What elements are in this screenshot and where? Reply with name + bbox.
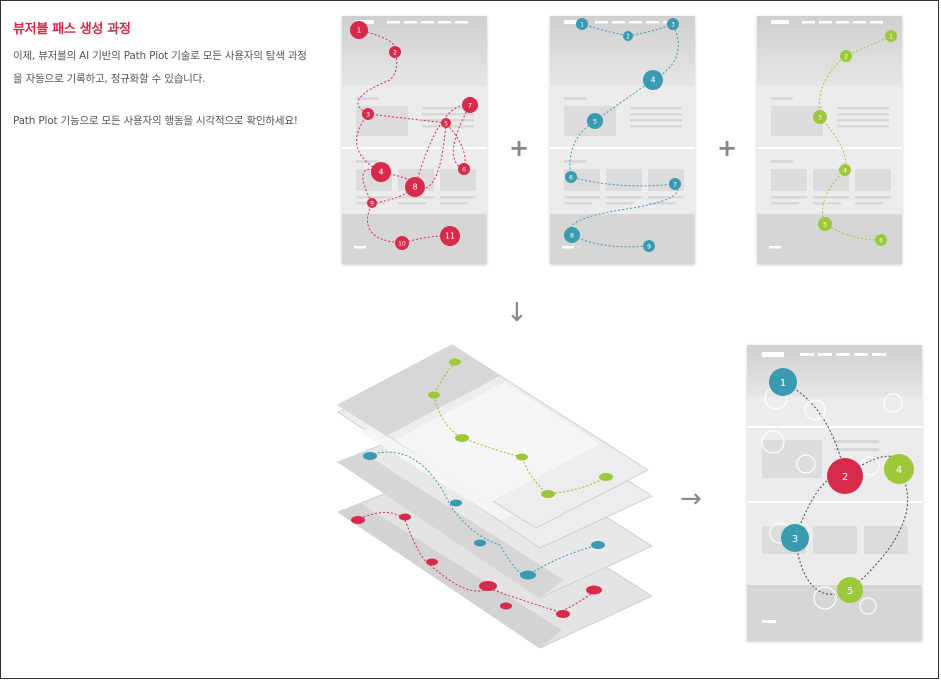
node-label: 5 (823, 222, 827, 229)
teal-path-node-7: 7 (669, 178, 681, 190)
result-node-3: 3 (781, 524, 809, 552)
node-label: 7 (468, 102, 472, 110)
down-arrow-icon: ↓ (506, 298, 528, 328)
red-path-node-4: 4 (371, 162, 391, 182)
stacked-green-nodes (428, 358, 613, 498)
svg-text:1: 1 (780, 378, 786, 389)
teal-path-node-8: 8 (564, 227, 580, 243)
node-label: 9 (647, 244, 651, 251)
plus-operator-2: + (717, 134, 738, 162)
stacked-teal-path (369, 451, 599, 577)
page-mockup-3 (757, 16, 902, 264)
node-label: 6 (462, 167, 466, 174)
teal-path-node-9: 9 (643, 240, 655, 252)
red-path-node-11: 11 (440, 226, 460, 246)
teal-path-node-5: 5 (587, 113, 603, 129)
svg-text:4: 4 (896, 465, 902, 476)
green-path-node-5: 5 (818, 217, 832, 231)
page-mockup-1 (342, 16, 487, 264)
teal-path-node-6: 6 (565, 171, 577, 183)
layer-top (336, 344, 650, 529)
green-path-node-6: 6 (875, 234, 887, 246)
red-path: 1 2 3 4 5 6 7 8 9 10 11 (350, 21, 478, 250)
node-label: 3 (671, 22, 675, 29)
red-path-node-8: 8 (405, 177, 425, 197)
page-mockup-2 (550, 16, 695, 264)
result-circles (761, 386, 903, 615)
red-path-node-7: 7 (462, 97, 478, 113)
red-path-node-9: 9 (367, 198, 377, 208)
node-label: 5 (444, 121, 448, 128)
stacked-teal-nodes (363, 452, 605, 580)
node-label: 11 (445, 232, 455, 241)
teal-path-node-1: 1 (576, 18, 588, 30)
node-label: 10 (398, 241, 406, 248)
green-path-node-2: 2 (840, 50, 852, 62)
node-label: 9 (370, 201, 374, 208)
red-path-node-2: 2 (389, 46, 401, 58)
node-label: 2 (393, 50, 397, 57)
teal-path-node-4: 4 (643, 70, 663, 90)
result-node-4: 4 (884, 454, 914, 484)
result-node-2: 2 (827, 458, 863, 494)
description-2: Path Plot 기능으로 모든 사용자의 행동을 시각적으로 확인하세요! (13, 115, 298, 127)
svg-text:5: 5 (847, 586, 853, 597)
node-label: 3 (366, 112, 370, 119)
result-node-5: 5 (837, 577, 863, 603)
right-arrow-icon: → (680, 484, 702, 514)
node-label: 2 (844, 54, 848, 61)
plus-operator-1: + (509, 134, 530, 162)
node-label: 4 (650, 76, 655, 85)
node-label: 4 (378, 168, 383, 177)
green-path-node-3: 3 (813, 110, 827, 124)
red-path-node-1: 1 (350, 21, 368, 39)
node-label: 6 (569, 175, 573, 182)
red-path-node-6: 6 (458, 163, 470, 175)
svg-text:3: 3 (792, 534, 798, 545)
green-path-node-1: 1 (885, 30, 897, 42)
green-path-node-4: 4 (839, 164, 851, 176)
green-path: 1 2 3 4 5 6 (813, 30, 897, 246)
node-label: 8 (570, 232, 574, 240)
svg-text:2: 2 (842, 472, 848, 483)
node-label: 4 (843, 168, 847, 175)
red-path-node-10: 10 (395, 236, 409, 250)
red-path-node-3: 3 (362, 108, 374, 120)
description-1: 이제, 뷰저블의 AI 기반의 Path Plot 기술로 모든 사용자의 탐색… (13, 50, 307, 85)
node-label: 6 (879, 238, 883, 245)
node-label: 8 (412, 183, 417, 192)
node-label: 1 (889, 34, 893, 41)
teal-path: 1 2 3 4 5 6 7 8 9 (564, 18, 681, 252)
stacked-red-nodes (351, 513, 602, 618)
node-label: 2 (626, 34, 630, 41)
node-label: 1 (357, 26, 362, 35)
teal-path-node-3: 3 (667, 18, 679, 30)
page-title: 뷰저블 패스 생성 과정 (13, 22, 131, 37)
node-label: 5 (593, 118, 597, 126)
node-label: 7 (673, 182, 677, 189)
result-node-1: 1 (769, 368, 797, 396)
red-path-node-5: 5 (441, 118, 451, 128)
teal-path-node-2: 2 (623, 31, 633, 41)
node-label: 1 (580, 22, 584, 29)
node-label: 3 (818, 115, 822, 122)
